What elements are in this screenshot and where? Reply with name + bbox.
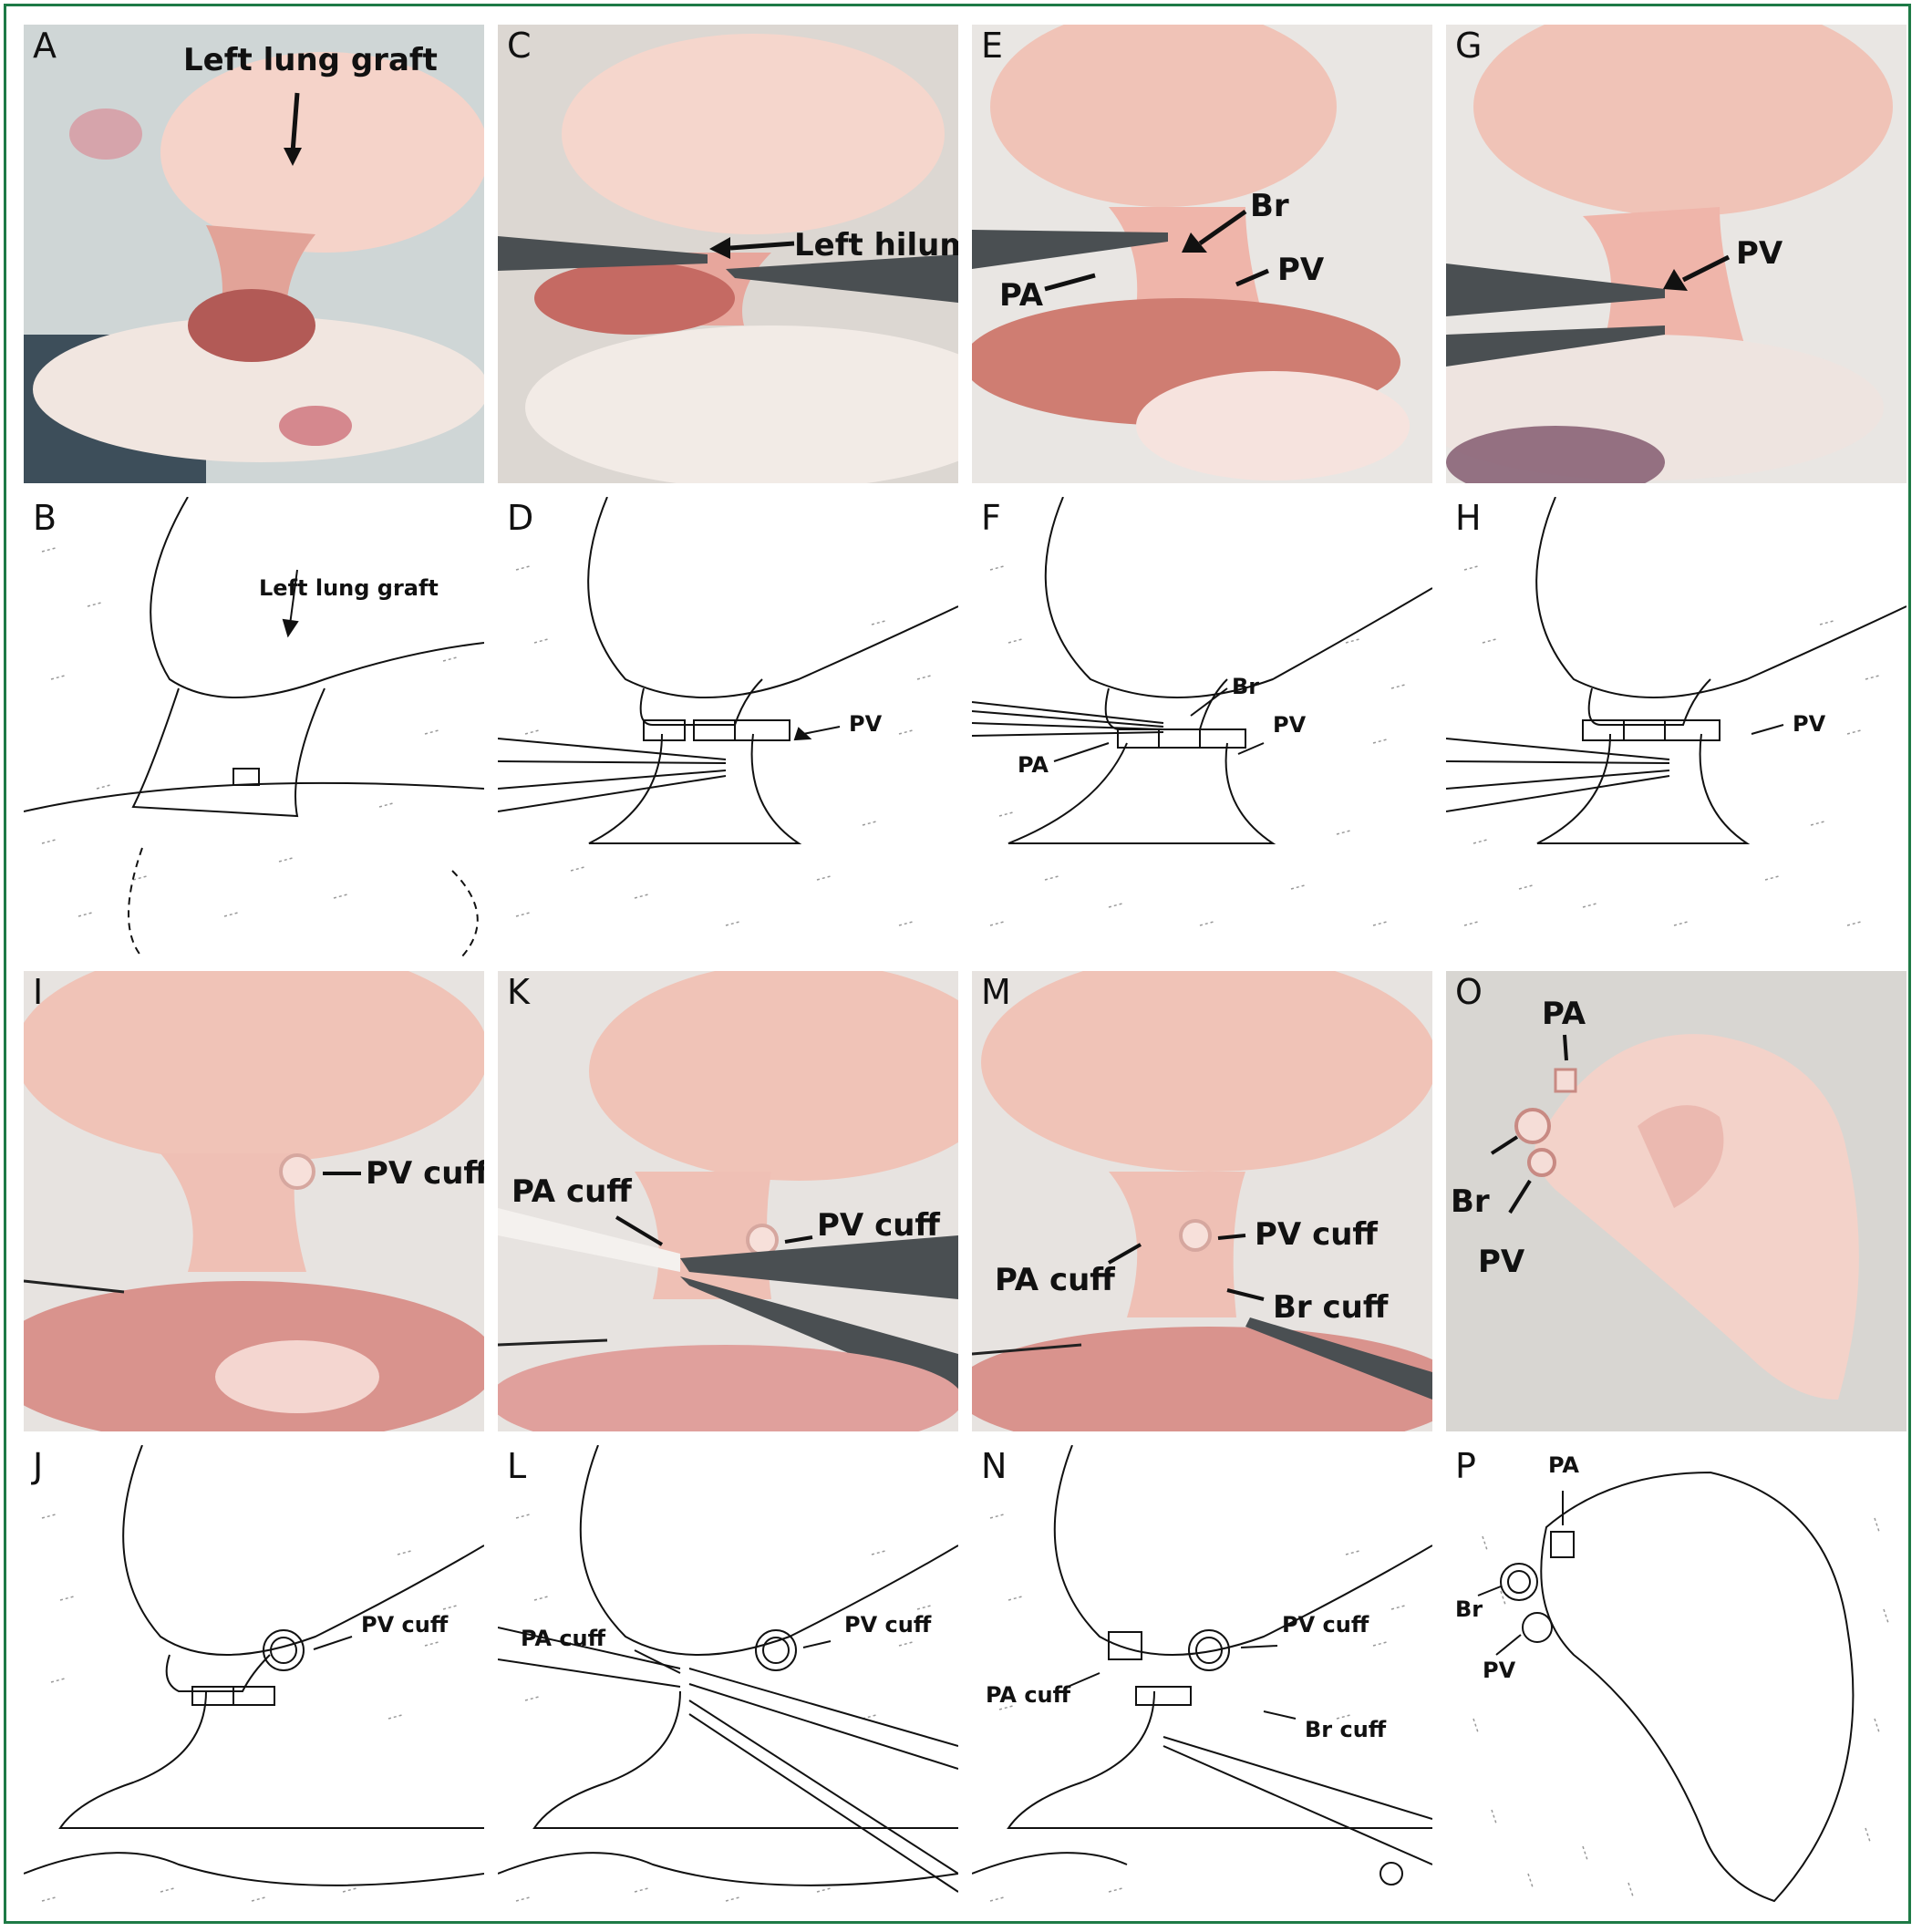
label-pv-cuff: PV cuff — [1255, 1216, 1378, 1253]
label-pv: PV — [1478, 1244, 1525, 1280]
panel-o: O PA Br PV — [1446, 971, 1906, 1431]
drawing-l-illustration — [498, 1445, 958, 1902]
drawing-h-illustration — [1446, 497, 1906, 926]
photo-g-illustration — [1446, 25, 1906, 483]
drawing-d-illustration — [498, 497, 958, 926]
panel-letter-n: N — [981, 1446, 1008, 1486]
panel-letter-f: F — [981, 498, 1001, 538]
panel-k: K PA cuff PV cuff — [498, 971, 958, 1431]
panel-a: A Left lung graft — [24, 25, 484, 483]
panel-letter-g: G — [1455, 26, 1483, 66]
panel-l: L PA cuff PV cuff — [498, 1445, 958, 1912]
label-br: Br — [1451, 1183, 1490, 1220]
label-left-hilum: Left hilum — [794, 227, 958, 263]
label-left-lung-graft: Left lung graft — [259, 575, 439, 601]
photo-i-illustration — [24, 971, 484, 1431]
label-pa-cuff: PA cuff — [521, 1626, 606, 1651]
drawing-b-illustration — [24, 497, 484, 957]
photo-m-illustration — [972, 971, 1432, 1431]
label-br-cuff: Br cuff — [1273, 1289, 1389, 1326]
label-pv: PV — [1273, 712, 1307, 738]
photo-c-illustration — [498, 25, 958, 483]
panel-letter-b: B — [33, 498, 57, 538]
photo-e-illustration — [972, 25, 1432, 483]
label-pv-cuff: PV cuff — [817, 1207, 940, 1244]
drawing-n-illustration — [972, 1445, 1432, 1902]
label-pa: PA — [999, 277, 1044, 314]
panel-d: D PV — [498, 497, 958, 957]
panel-letter-k: K — [507, 972, 530, 1012]
label-pv: PV — [1793, 711, 1826, 737]
panel-h: H PV — [1446, 497, 1906, 957]
panel-f: F Br PV PA — [972, 497, 1432, 957]
label-pa: PA — [1018, 752, 1049, 778]
panel-letter-e: E — [981, 26, 1004, 66]
panel-letter-d: D — [507, 498, 534, 538]
label-br: Br — [1250, 188, 1289, 224]
label-pv: PV — [1736, 235, 1783, 272]
photo-k-illustration — [498, 971, 958, 1431]
panel-letter-i: I — [33, 972, 44, 1012]
label-pa-cuff: PA cuff — [512, 1173, 632, 1210]
label-pv: PV — [849, 711, 883, 737]
label-pv-cuff: PV cuff — [361, 1612, 449, 1638]
panel-letter-o: O — [1455, 972, 1483, 1012]
label-pv-cuff: PV cuff — [1282, 1612, 1369, 1638]
label-pa-cuff: PA cuff — [986, 1682, 1071, 1708]
panel-g: G PV — [1446, 25, 1906, 483]
panel-i: I PV cuff — [24, 971, 484, 1431]
drawing-j-illustration — [24, 1445, 484, 1902]
label-pv: PV — [1483, 1658, 1516, 1683]
panel-letter-h: H — [1455, 498, 1482, 538]
panel-letter-j: J — [33, 1446, 44, 1486]
label-pa: PA — [1542, 996, 1586, 1032]
panel-p: P PA Br PV — [1446, 1445, 1906, 1912]
panel-j: J PV cuff — [24, 1445, 484, 1912]
label-pv-cuff: PV cuff — [844, 1612, 932, 1638]
figure-frame: A Left lung graft C Left hilum — [4, 4, 1911, 1924]
drawing-p-illustration — [1472, 1471, 1889, 1903]
label-left-lung-graft: Left lung graft — [183, 42, 438, 78]
label-pa-cuff: PA cuff — [995, 1262, 1115, 1298]
panel-c: C Left hilum — [498, 25, 958, 483]
panel-b: B Left lung graft — [24, 497, 484, 957]
panel-letter-l: L — [507, 1446, 527, 1486]
label-br-cuff: Br cuff — [1305, 1717, 1387, 1742]
panel-letter-m: M — [981, 972, 1011, 1012]
label-pv-cuff: PV cuff — [366, 1155, 484, 1192]
label-br: Br — [1455, 1596, 1483, 1622]
photo-o-illustration — [1446, 971, 1906, 1431]
label-pa: PA — [1548, 1452, 1579, 1478]
panel-letter-a: A — [33, 26, 57, 66]
panel-n: N PV cuff PA cuff Br cuff — [972, 1445, 1432, 1912]
label-pv: PV — [1277, 252, 1325, 288]
panel-m: M PV cuff PA cuff Br cuff — [972, 971, 1432, 1431]
photo-a-illustration — [24, 25, 484, 483]
panel-letter-p: P — [1455, 1446, 1476, 1486]
label-br: Br — [1232, 674, 1260, 699]
drawing-f-illustration — [972, 497, 1432, 926]
panel-letter-c: C — [507, 26, 532, 66]
panel-e: E Br PV PA — [972, 25, 1432, 483]
